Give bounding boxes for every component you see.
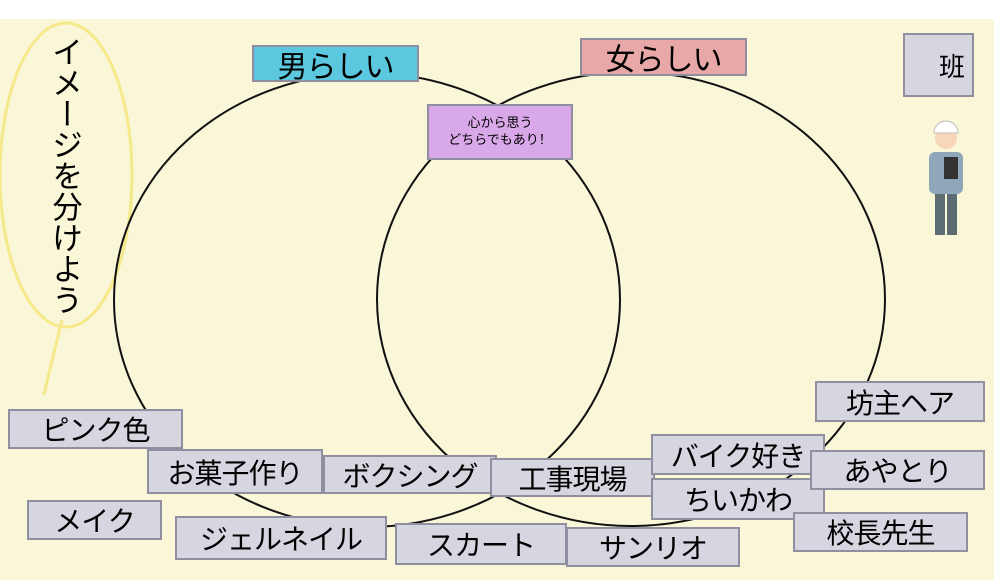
word-card[interactable]: ボクシング bbox=[323, 455, 497, 494]
word-card[interactable]: 校長先生 bbox=[793, 512, 968, 552]
highlight-ellipse bbox=[0, 21, 134, 329]
word-card[interactable]: スカート bbox=[395, 523, 567, 565]
word-card[interactable]: サンリオ bbox=[566, 527, 740, 567]
word-card[interactable]: お菓子作り bbox=[147, 449, 323, 494]
both-label-line2: どちらでもあり！ bbox=[448, 133, 552, 148]
both-label[interactable]: 心から思う どちらでもあり！ bbox=[427, 104, 573, 160]
word-card[interactable]: ピンク色 bbox=[8, 409, 183, 449]
highlight-tail bbox=[42, 319, 64, 396]
word-card[interactable]: あやとり bbox=[810, 450, 985, 490]
group-label[interactable]: 班 bbox=[903, 33, 974, 97]
worker-illustration bbox=[929, 120, 963, 235]
word-card[interactable]: メイク bbox=[27, 500, 162, 540]
female-label[interactable]: 女らしい bbox=[580, 38, 747, 78]
both-label-line1: 心から思う bbox=[467, 116, 533, 131]
word-card[interactable]: バイク好き bbox=[651, 434, 825, 475]
vertical-title: イメージを分けよう bbox=[46, 36, 82, 315]
male-label[interactable]: 男らしい bbox=[252, 45, 419, 85]
word-card[interactable]: 坊主ヘア bbox=[815, 381, 985, 422]
word-card[interactable]: 工事現場 bbox=[490, 458, 655, 497]
word-card[interactable]: ジェルネイル bbox=[175, 516, 387, 560]
